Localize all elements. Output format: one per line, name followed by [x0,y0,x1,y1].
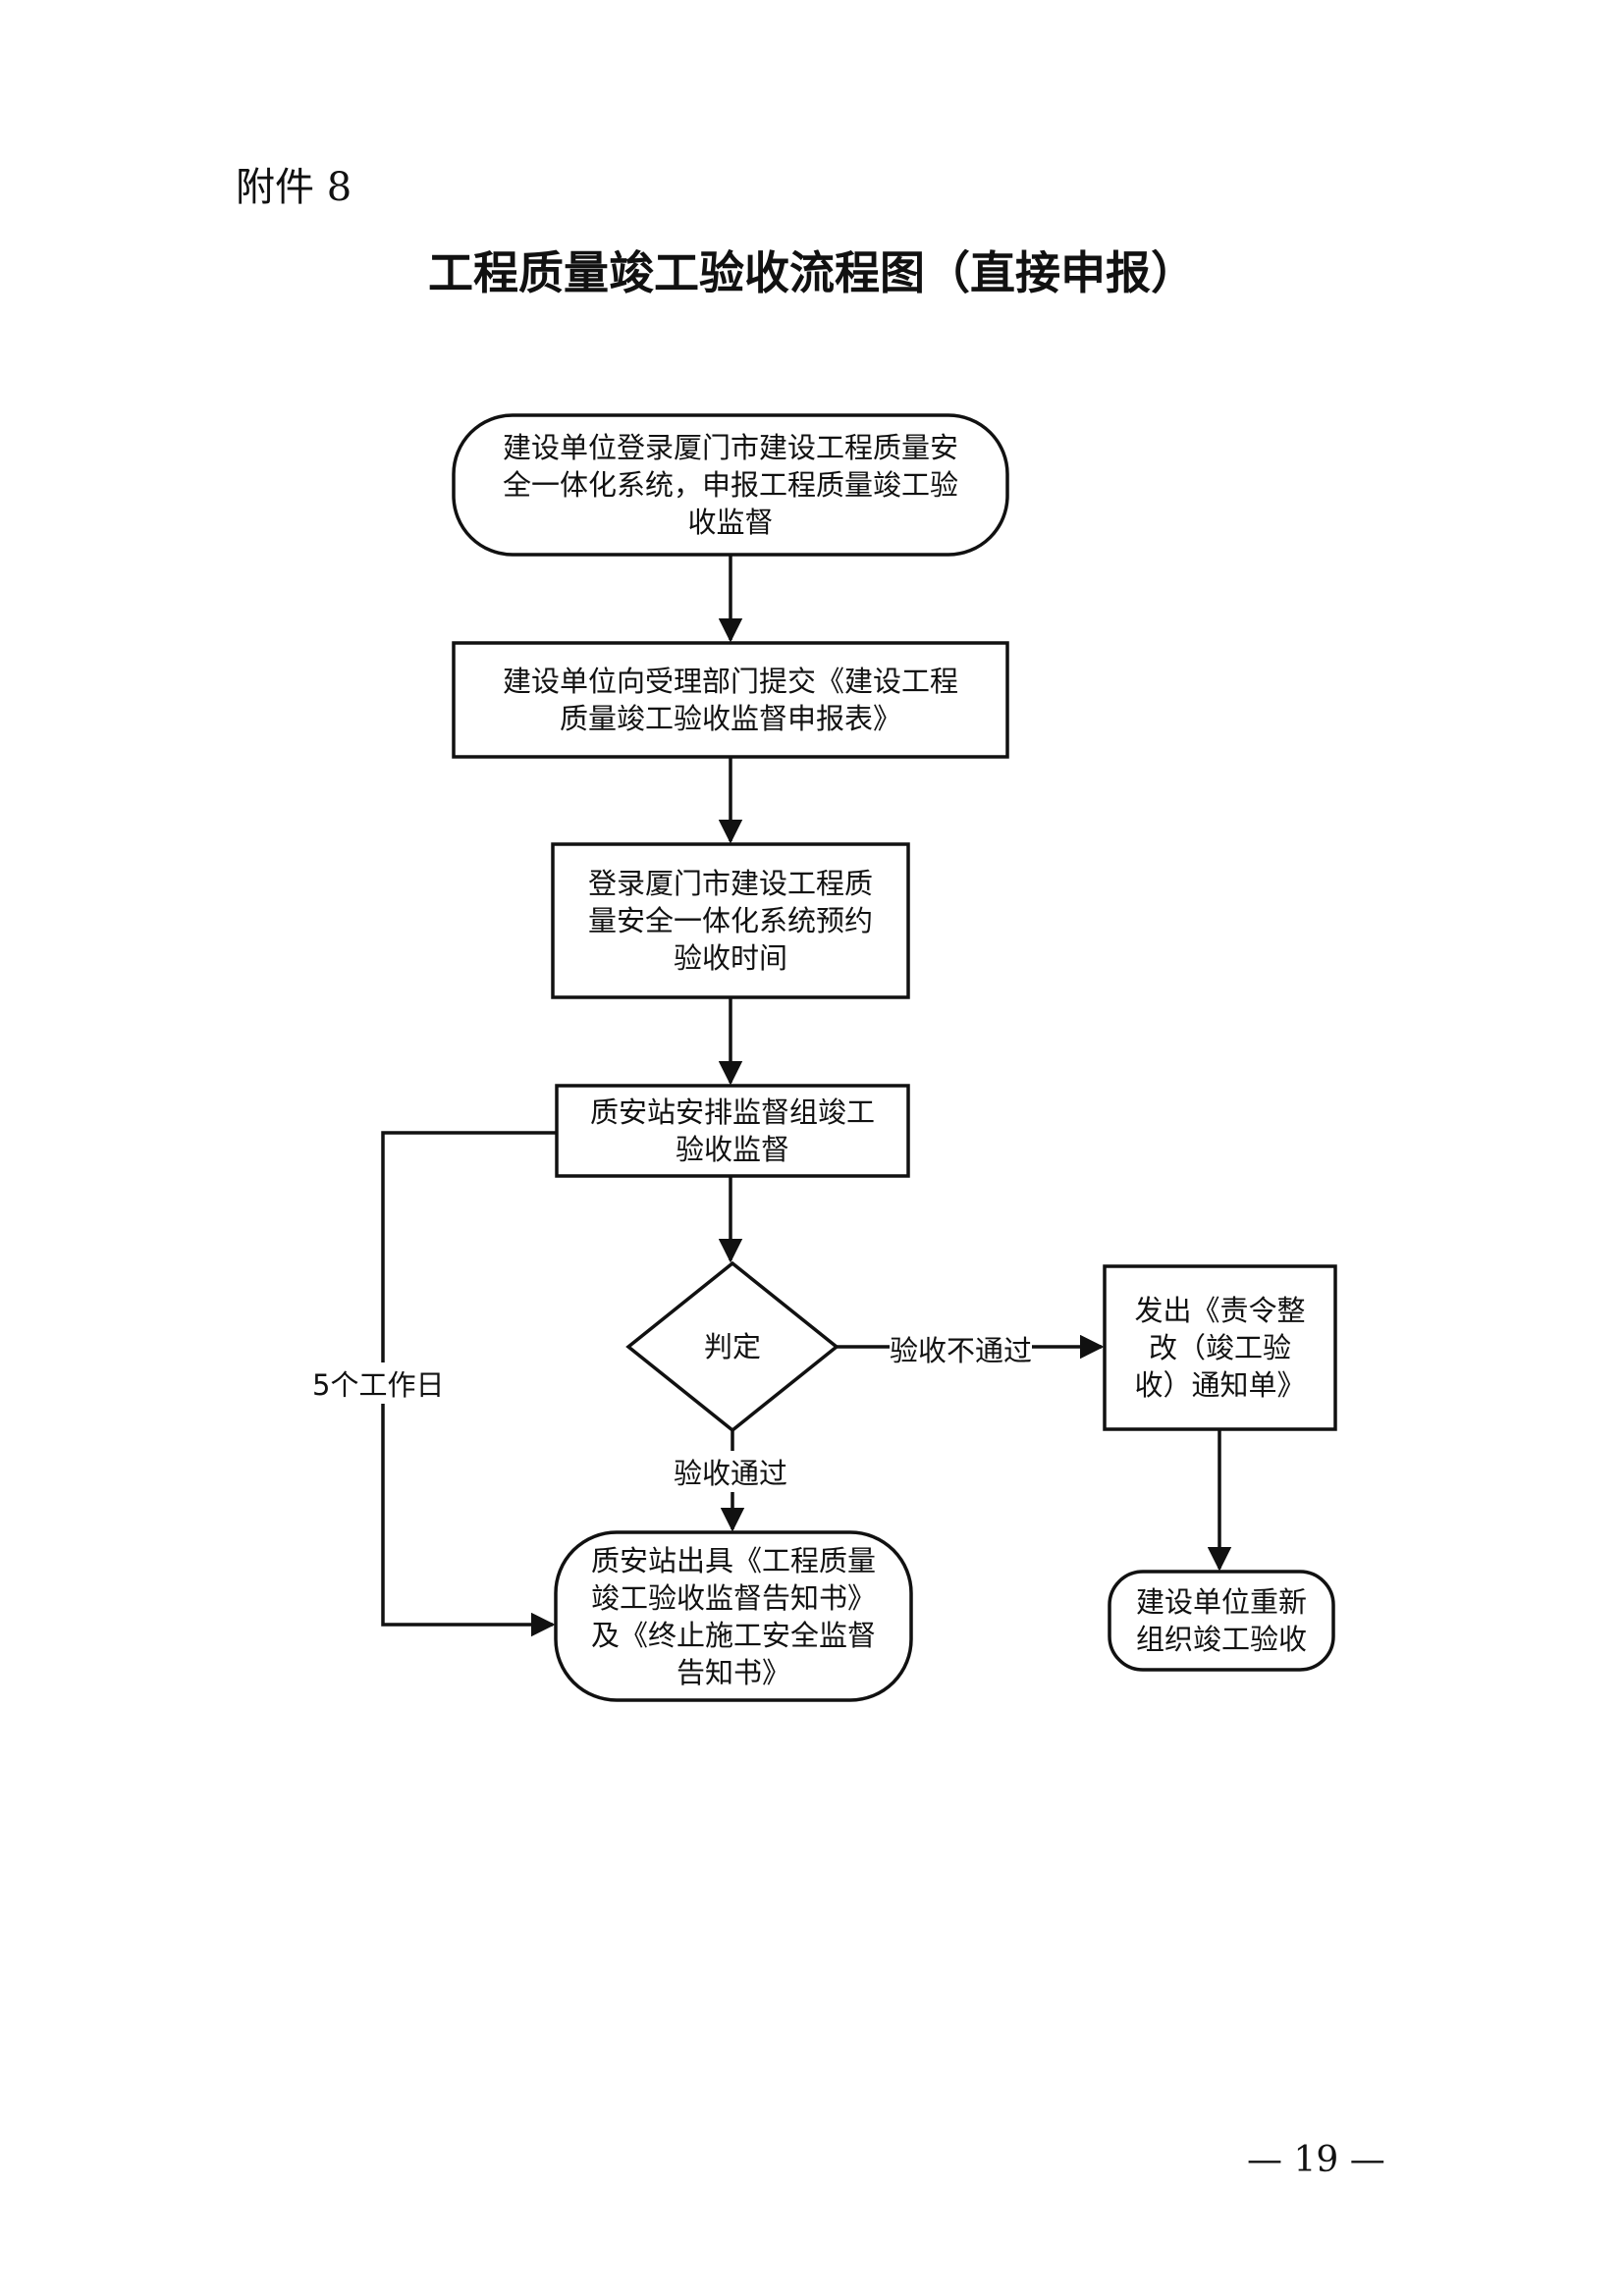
node-issue-notice: 发出《责令整 改（竣工验 收）通知单》 [1105,1266,1335,1429]
node-login-apply-text: 建设单位登录厦门市建设工程质量安 全一体化系统，申报工程质量竣工验 收监督 [502,431,958,539]
document-title: 工程质量竣工验收流程图（直接申报） [428,246,1196,299]
node-issue-certificate-text: 质安站出具《工程质量 竣工验收监督告知书》 及《终止施工安全监督 告知书》 [590,1543,876,1689]
node-book-time: 登录厦门市建设工程质 量安全一体化系统预约 验收时间 [553,844,908,997]
node-issue-notice-text: 发出《责令整 改（竣工验 收）通知单》 [1134,1294,1306,1402]
node-submit-form-text: 建设单位向受理部门提交《建设工程 质量竣工验收监督申报表》 [502,665,958,735]
page-number: — 19 — [1247,2140,1385,2180]
edge-label-timeline: 5个工作日 [312,1362,445,1404]
node-login-apply: 建设单位登录厦门市建设工程质量安 全一体化系统，申报工程质量竣工验 收监督 [454,415,1007,555]
node-book-time-text: 登录厦门市建设工程质 量安全一体化系统预约 验收时间 [587,867,873,975]
node-judge: 判定 [628,1312,837,1381]
node-reorganize: 建设单位重新 组织竣工验收 [1110,1572,1333,1670]
node-submit-form: 建设单位向受理部门提交《建设工程 质量竣工验收监督申报表》 [454,643,1007,757]
node-arrange-team-text: 质安站安排监督组竣工 验收监督 [589,1095,875,1166]
node-issue-certificate: 质安站出具《工程质量 竣工验收监督告知书》 及《终止施工安全监督 告知书》 [556,1532,911,1700]
node-reorganize-text: 建设单位重新 组织竣工验收 [1135,1585,1307,1656]
edge-label-fail: 验收不通过 [890,1328,1033,1369]
node-arrange-team-shape [555,1084,910,1178]
attachment-label: 附件 8 [236,165,352,210]
edge-label-pass: 验收通过 [674,1451,788,1492]
node-judge-text: 判定 [703,1330,761,1363]
node-issue-certificate-shape [554,1530,913,1702]
node-reorganize-shape [1108,1570,1335,1672]
node-arrange-team: 质安站安排监督组竣工 验收监督 [557,1086,908,1176]
